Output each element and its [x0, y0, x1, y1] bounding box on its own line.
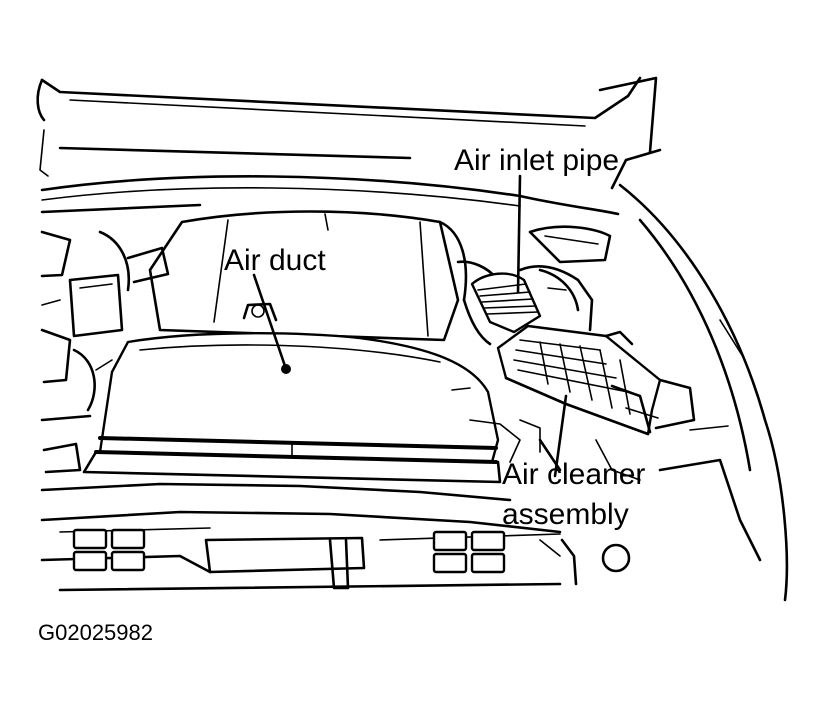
grille-blocks-right — [432, 530, 506, 574]
leader-lines — [252, 174, 568, 478]
air-cleaner-label-line2: assembly — [502, 498, 629, 531]
grille-blocks-left — [72, 528, 146, 572]
figure-id: G02025982 — [38, 620, 153, 645]
air-duct — [82, 332, 502, 484]
front-circle — [539, 538, 631, 586]
air-duct-label: Air duct — [224, 244, 326, 277]
hood — [36, 76, 642, 177]
right-fender — [598, 76, 789, 602]
air-cleaner-assembly — [496, 324, 696, 436]
left-components — [40, 230, 170, 474]
air-inlet-pipe-label: Air inlet pipe — [454, 144, 619, 177]
air-cleaner-label-line1: Air cleaner — [502, 458, 645, 491]
cowl-lines — [40, 175, 620, 264]
engine-cover — [148, 210, 468, 342]
air-inlet-pipe — [456, 260, 594, 346]
